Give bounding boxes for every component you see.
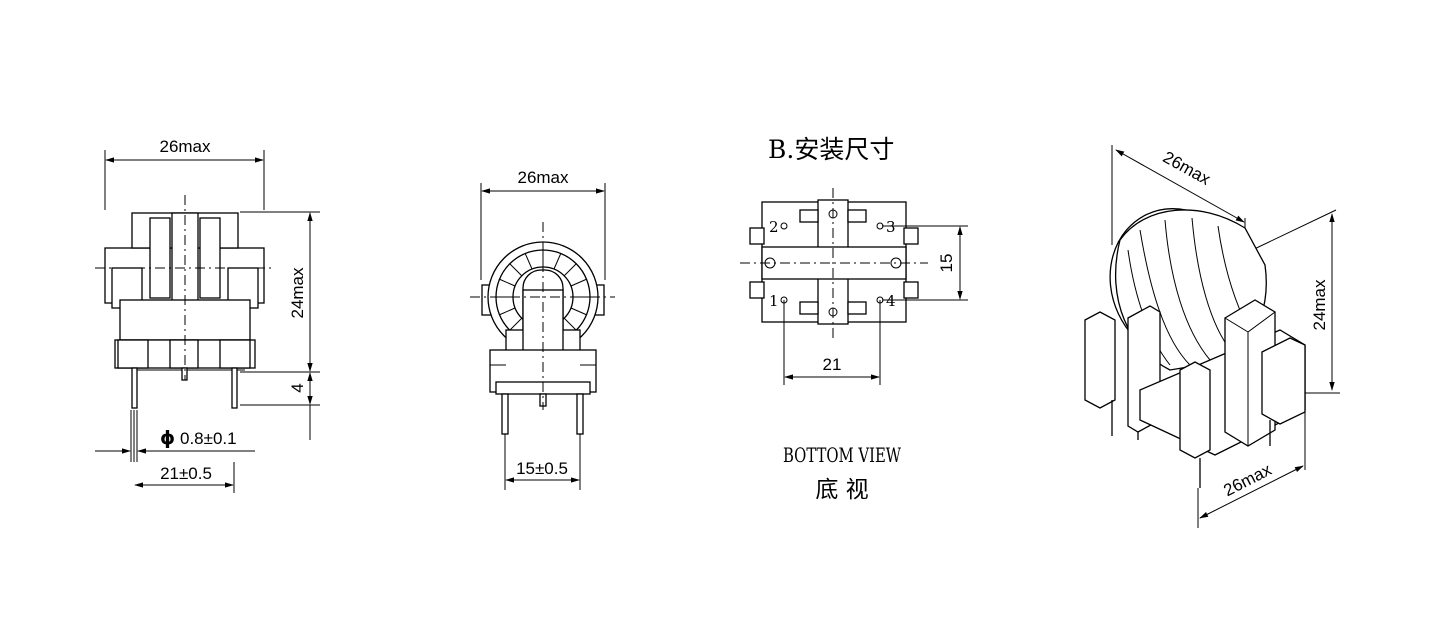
bottom-column-spacing-label: 21 bbox=[823, 355, 842, 374]
isometric-view: 26max 24max bbox=[1084, 145, 1340, 528]
front-view: 26max bbox=[95, 137, 320, 493]
front-height-label: 24max bbox=[288, 267, 307, 319]
iso-height-label: 24max bbox=[1310, 279, 1329, 331]
pin-label-3: 3 bbox=[886, 218, 896, 236]
pin-label-1: 1 bbox=[769, 292, 779, 310]
side-view: 26max bbox=[470, 168, 615, 490]
pin-diameter-symbol: ϕ bbox=[160, 427, 175, 449]
pin-label-4: 4 bbox=[886, 292, 896, 310]
front-pin-diameter-label: 0.8±0.1 bbox=[180, 429, 237, 448]
pin-label-2: 2 bbox=[769, 218, 779, 236]
iso-body bbox=[1084, 208, 1306, 459]
winding-spokes bbox=[496, 250, 590, 331]
front-width-label: 26max bbox=[159, 137, 211, 156]
bottom-view-title: B.安装尺寸 bbox=[768, 135, 894, 164]
bottom-row-spacing-label: 15 bbox=[937, 254, 956, 273]
iso-depth-dimension bbox=[1199, 465, 1304, 519]
bottom-view-caption: BOTTOM VIEW bbox=[783, 443, 901, 467]
iso-width-dimension bbox=[1115, 149, 1245, 223]
iso-width-label: 26max bbox=[1160, 148, 1214, 190]
side-pins bbox=[501, 393, 584, 435]
front-pin-spacing-label: 21±0.5 bbox=[160, 464, 212, 483]
front-pins bbox=[131, 367, 238, 409]
bottom-view-caption-cn: 底 视 bbox=[815, 477, 868, 503]
front-pin-length-label: 4 bbox=[288, 383, 307, 392]
side-width-label: 26max bbox=[517, 168, 569, 187]
bottom-view: B.安装尺寸 2 3 1 4 bbox=[740, 135, 968, 503]
side-pin-spacing-label: 15±0.5 bbox=[516, 459, 568, 478]
